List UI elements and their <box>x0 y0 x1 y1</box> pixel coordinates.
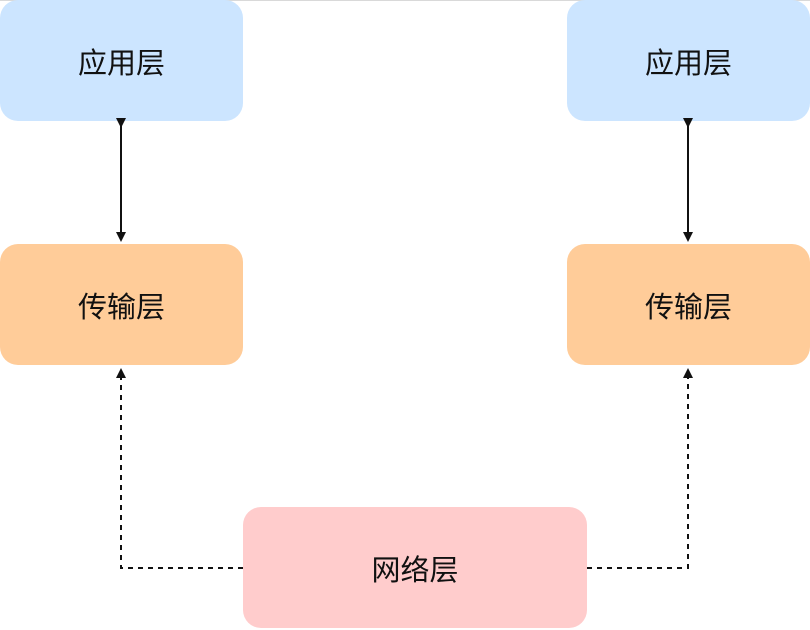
right-application-layer-label: 应用层 <box>644 45 732 80</box>
network-layer-label: 网络层 <box>371 552 459 587</box>
network-to-right-transport-dashed-arrow <box>587 368 693 569</box>
left-application-layer-label: 应用层 <box>77 45 165 80</box>
left-application-layer-box: 应用层 <box>0 0 243 121</box>
network-layer-box: 网络层 <box>243 507 587 628</box>
left-transport-layer-box: 传输层 <box>0 244 243 365</box>
right-transport-layer-box: 传输层 <box>567 244 810 365</box>
network-to-left-transport-dashed-arrow <box>116 368 243 569</box>
top-border-line <box>0 0 810 1</box>
right-transport-layer-label: 传输层 <box>644 289 732 324</box>
left-transport-layer-label: 传输层 <box>77 289 165 324</box>
right-application-layer-box: 应用层 <box>567 0 810 121</box>
